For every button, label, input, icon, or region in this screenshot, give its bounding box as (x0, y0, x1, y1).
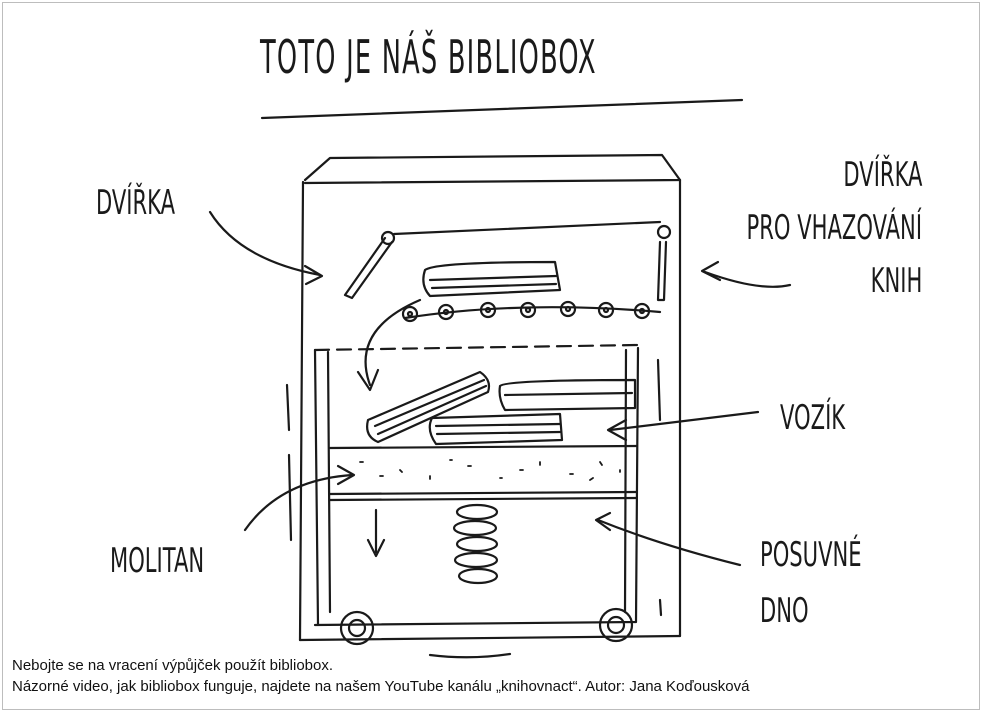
label-slot-door-line2: PRO VHAZOVÁNÍ (746, 208, 922, 248)
box-bottom (298, 634, 682, 642)
arrow-posuvne (596, 518, 742, 567)
cart-book-tilted (366, 370, 491, 444)
title-underline (260, 98, 744, 120)
cart-inner-right (623, 348, 628, 614)
label-slot-door-line3: KNIH (870, 261, 922, 301)
door-flap (343, 236, 394, 300)
label-molitan: MOLITAN (110, 541, 205, 581)
label-posuvne-line2: DNO (760, 591, 809, 631)
slot-door (656, 240, 668, 302)
box-left-side (298, 180, 305, 642)
cart-book-top (498, 378, 637, 412)
top-book (422, 260, 562, 298)
drop-arrow (364, 298, 422, 387)
cart-outline (313, 346, 640, 627)
diagram-title: TOTO JE NÁŠ BIBLIOBOX (260, 30, 597, 84)
foam-top (328, 444, 638, 450)
arrow-molitan (243, 473, 354, 532)
label-slot-door-line1: DVÍŘKA (842, 155, 922, 195)
foam-dots (359, 459, 621, 481)
caption: Nebojte se na vracení výpůjček použít bi… (12, 655, 749, 697)
label-vozik: VOZÍK (780, 398, 846, 438)
caption-line-1: Nebojte se na vracení výpůjček použít bi… (12, 657, 334, 674)
label-posuvne-line1: POSUVNÉ (760, 535, 862, 575)
box-top (303, 153, 682, 185)
motion-lines-left (285, 383, 293, 542)
arrow-vozik (608, 410, 760, 432)
caption-line-2: Názorné video, jak bibliobox funguje, na… (12, 678, 750, 695)
hinge-bar (392, 220, 662, 236)
roller-rail (401, 300, 662, 323)
motion-lines-right (656, 358, 663, 617)
foam-bottom (328, 490, 638, 496)
arrow-slot-door (703, 270, 792, 288)
label-dvirka: DVÍŘKA (96, 183, 176, 223)
door-hinge (380, 230, 396, 246)
wheel-left (339, 610, 375, 646)
spring (452, 503, 499, 585)
wheel-right (598, 607, 634, 643)
foam-base (328, 496, 638, 502)
ground-line (428, 652, 512, 659)
top-right-knob (656, 224, 672, 240)
cart-book-bottom (428, 412, 564, 446)
cart-inner-left (326, 350, 332, 614)
arrow-dvirka (208, 210, 322, 277)
cart-dashed-top (313, 343, 640, 352)
